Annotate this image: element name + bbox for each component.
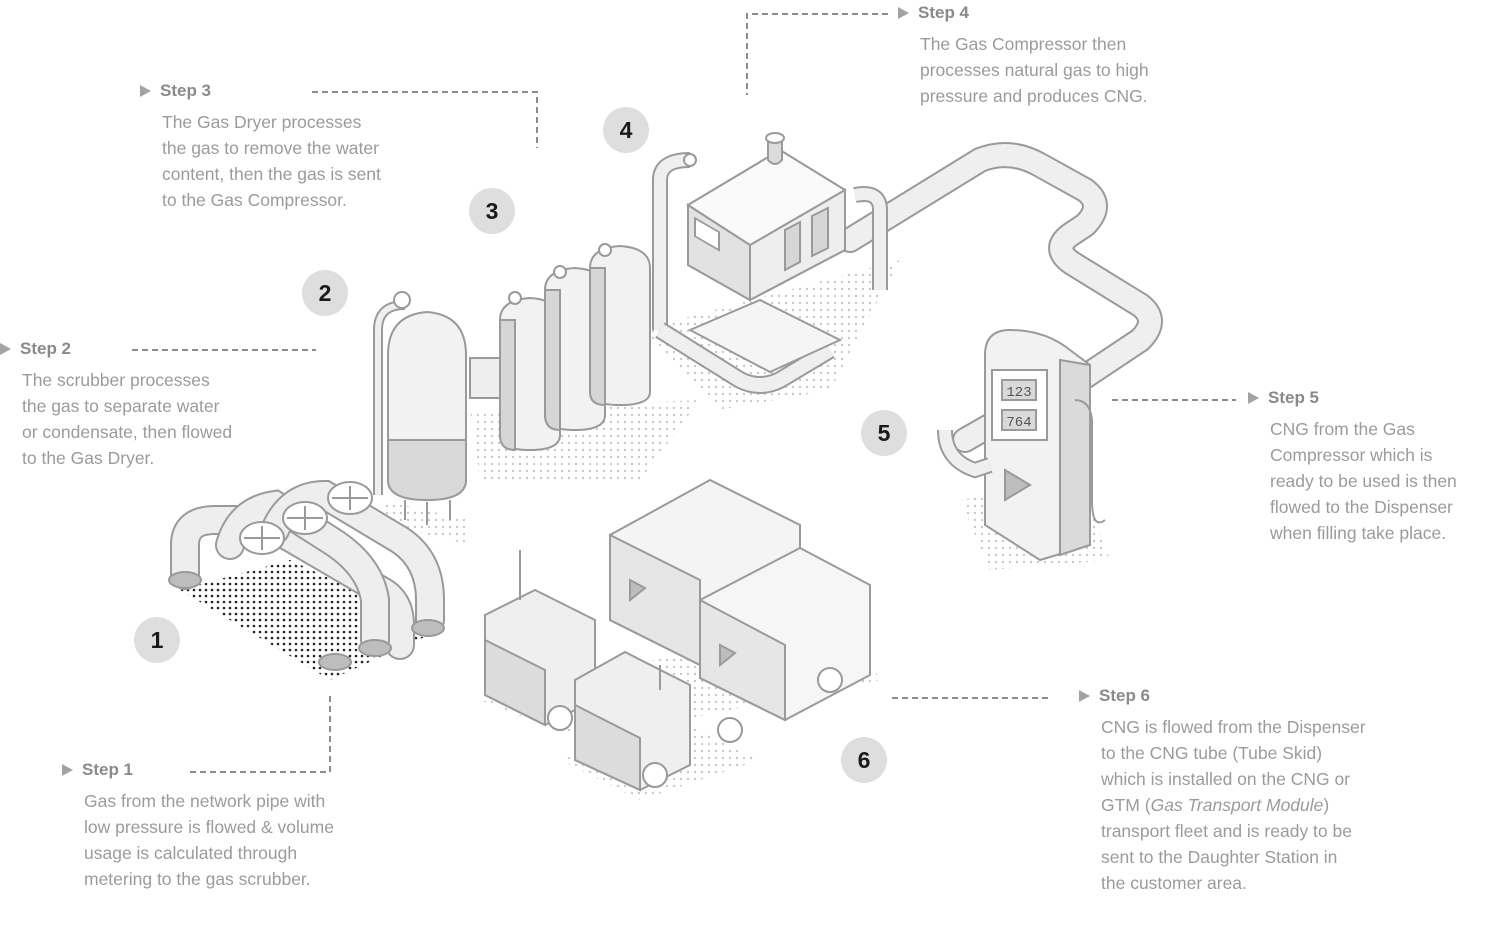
- step-4-block: Step 4 The Gas Compressor then processes…: [898, 3, 1149, 109]
- connector-step4: [746, 13, 888, 95]
- transport-trucks: [484, 478, 871, 792]
- step-6-description-part2: ) transport fleet and is ready to be sen…: [1101, 795, 1352, 893]
- step-6-description-part1: CNG is flowed from the Dispenser to the …: [1101, 717, 1366, 815]
- step-6-title: Step 6: [1099, 686, 1151, 705]
- step-2-title: Step 2: [20, 339, 72, 358]
- inlet-pipes: [168, 479, 445, 671]
- badge-step-5: 5: [861, 410, 907, 456]
- connector-step1: [190, 692, 331, 773]
- scrubber-tank: [373, 291, 501, 525]
- step-2-block: Step 2 The scrubber processes the gas to…: [0, 339, 232, 471]
- step-5-title: Step 5: [1268, 388, 1320, 407]
- step-3-description: The Gas Dryer processes the gas to remov…: [162, 112, 381, 210]
- step-6-description-italic: Gas Transport Module: [1150, 795, 1324, 815]
- step-5-block: Step 5 CNG from the Gas Compressor which…: [1248, 388, 1457, 546]
- badge-step-6: 6: [841, 737, 887, 783]
- dispenser-logo-icon: [1004, 468, 1032, 502]
- badge-step-2: 2: [302, 270, 348, 316]
- dryer-tanks: [499, 243, 651, 452]
- step-3-title: Step 3: [160, 81, 212, 100]
- step-1-title: Step 1: [82, 760, 134, 779]
- badge-step-3: 3: [469, 188, 515, 234]
- dispenser: 123 764: [937, 328, 1106, 562]
- step-1-block: Step 1 Gas from the network pipe with lo…: [62, 760, 334, 892]
- dispenser-display-bottom: 764: [1006, 415, 1031, 431]
- play-triangle-icon: [898, 7, 909, 19]
- step-2-description: The scrubber processes the gas to separa…: [22, 370, 233, 468]
- step-4-title: Step 4: [918, 3, 970, 22]
- play-triangle-icon: [1079, 690, 1090, 702]
- step-6-description: CNG is flowed from the Dispenser to the …: [1101, 714, 1366, 896]
- play-triangle-icon: [140, 85, 151, 97]
- connector-step3: [312, 91, 538, 148]
- step-6-block: Step 6 CNG is flowed from the Dispenser …: [1079, 686, 1366, 896]
- step-4-description: The Gas Compressor then processes natura…: [920, 34, 1149, 106]
- step-3-block: Step 3 The Gas Dryer processes the gas t…: [140, 81, 381, 213]
- badge-step-4: 4: [603, 107, 649, 153]
- step-5-description: CNG from the Gas Compressor which is rea…: [1270, 419, 1457, 543]
- step-1-description: Gas from the network pipe with low press…: [84, 791, 334, 889]
- play-triangle-icon: [0, 343, 11, 355]
- badge-step-1: 1: [134, 617, 180, 663]
- connector-lines: [132, 13, 1236, 773]
- dispenser-display-top: 123: [1006, 385, 1031, 401]
- play-triangle-icon: [1248, 392, 1259, 404]
- play-triangle-icon: [62, 764, 73, 776]
- compressor-unit: [652, 132, 888, 394]
